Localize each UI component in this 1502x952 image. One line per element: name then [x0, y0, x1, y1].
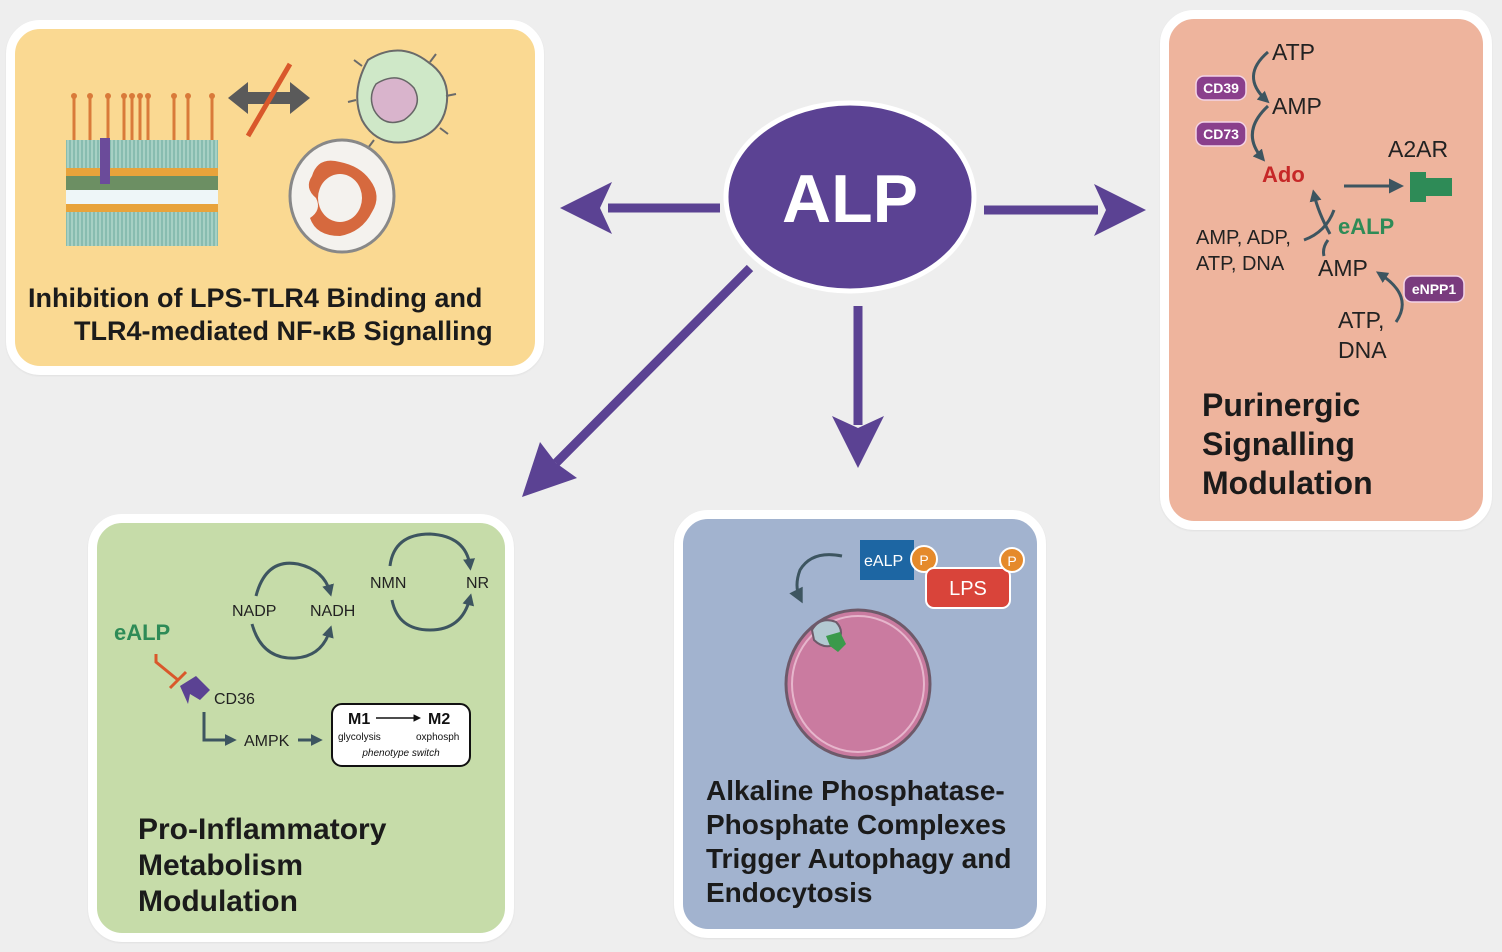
lps-label: LPS	[949, 578, 987, 600]
ado-label: Ado	[1262, 162, 1305, 187]
svg-text:P: P	[919, 552, 928, 568]
ealp-label-metabolism: eALP	[114, 620, 170, 645]
purinergic-title-line3: Modulation	[1202, 465, 1373, 501]
lps-box	[925, 567, 1011, 609]
ampk-label: AMPK	[244, 733, 290, 750]
m1-label: M1	[348, 711, 370, 728]
glycolysis-label: glycolysis	[338, 732, 381, 743]
autophagy-illustration: eALP P LPS P	[784, 540, 1025, 760]
arrow-to-metabolism	[522, 264, 754, 497]
autophagy-title-line3: Trigger Autophagy and	[706, 843, 1012, 874]
cd39-badge	[1195, 75, 1247, 101]
cd36-receptor-icon	[180, 676, 210, 704]
sources-line2: ATP, DNA	[1196, 253, 1285, 275]
cd36-label: CD36	[214, 691, 255, 708]
metabolism-title-line1: Pro-Inflammatory	[138, 813, 387, 846]
enpp1-badge	[1403, 275, 1465, 303]
metabolism-title-line2: Metabolism	[138, 849, 304, 882]
tlr4-title-line1: Inhibition of LPS-TLR4 Binding and	[28, 283, 483, 313]
a2ar-receptor-icon	[1410, 172, 1452, 202]
cd39-label: CD39	[1203, 80, 1239, 96]
cd73-badge	[1195, 121, 1247, 147]
autophagy-title-line1: Alkaline Phosphatase-	[706, 775, 1005, 806]
enpp1-label: eNPP1	[1412, 281, 1457, 297]
autophagy-title-line4: Endocytosis	[706, 877, 873, 908]
cd73-label: CD73	[1203, 126, 1239, 142]
alp-ellipse	[723, 100, 977, 294]
nmn-label: NMN	[370, 575, 406, 592]
metabolism-pathway: NADP NADH NMN NR eALP CD36 AMPK M1 M2 gl…	[114, 532, 489, 767]
nadh-label: NADH	[310, 603, 355, 620]
atp-dna-line1: ATP,	[1338, 307, 1384, 333]
amp-label-bottom: AMP	[1318, 255, 1368, 281]
alp-label: ALP	[782, 161, 918, 237]
receptor-green-icon	[826, 632, 846, 652]
arrow-to-tlr4	[560, 182, 720, 234]
oxphosph-label: oxphosph	[416, 732, 459, 743]
tlr4-title: Inhibition of LPS-TLR4 Binding and TLR4-…	[28, 282, 528, 348]
neutrophil-cell-illustration	[288, 138, 396, 254]
cell-body	[784, 608, 932, 760]
phosphate-right	[999, 547, 1025, 573]
arrow-to-purinergic	[984, 184, 1146, 236]
a2ar-label: A2AR	[1388, 136, 1448, 162]
arrow-to-autophagy	[832, 306, 884, 468]
sources-line1: AMP, ADP,	[1196, 227, 1291, 249]
metabolism-title: Pro-Inflammatory Metabolism Modulation	[138, 812, 468, 920]
macrophage-cell-illustration	[347, 49, 457, 149]
autophagy-title: Alkaline Phosphatase- Phosphate Complexe…	[706, 774, 1036, 910]
purinergic-title-line2: Signalling	[1202, 426, 1355, 462]
purinergic-title: Purinergic Signalling Modulation	[1202, 386, 1472, 503]
ealp-box	[860, 540, 914, 580]
atp-label: ATP	[1272, 39, 1315, 65]
m2-label: M2	[428, 711, 450, 728]
membrane-bilayer-illustration	[66, 93, 218, 246]
purinergic-title-line1: Purinergic	[1202, 387, 1361, 423]
amp-label-top: AMP	[1272, 93, 1322, 119]
metabolism-title-line3: Modulation	[138, 885, 298, 918]
nadp-label: NADP	[232, 603, 276, 620]
phenotype-switch-label: phenotype switch	[361, 748, 440, 759]
ealp-label-autophagy: eALP	[864, 553, 903, 570]
blocked-interaction-arrow	[228, 62, 310, 138]
autophagy-title-line2: Phosphate Complexes	[706, 809, 1007, 840]
nr-label: NR	[466, 575, 489, 592]
atp-dna-line2: DNA	[1338, 337, 1387, 363]
purinergic-pathway: ATP CD39 AMP CD73 Ado A2AR eALP AMP, ADP…	[1195, 39, 1465, 363]
tlr4-title-line2: TLR4-mediated NF-κB Signalling	[74, 316, 493, 346]
svg-text:P: P	[1007, 553, 1016, 569]
phosphate-left	[910, 545, 938, 573]
ealp-label-purinergic: eALP	[1338, 214, 1394, 239]
phenotype-switch-box	[331, 703, 471, 767]
